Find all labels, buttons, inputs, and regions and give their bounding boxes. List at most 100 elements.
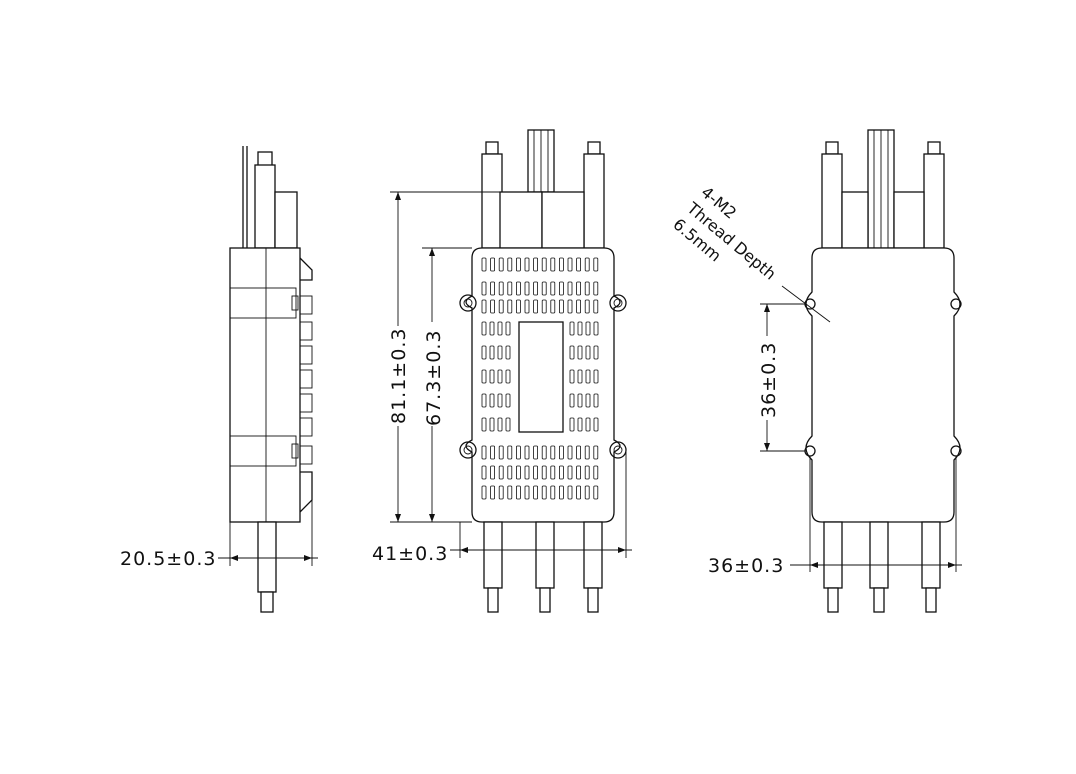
cooling-slot xyxy=(497,393,503,408)
cooling-slot xyxy=(481,393,487,408)
cooling-slot xyxy=(541,281,547,296)
cooling-slot xyxy=(533,299,538,314)
cooling-slot xyxy=(593,465,599,480)
front-plug-right xyxy=(541,191,585,249)
side-bottom-wire xyxy=(257,521,277,593)
cooling-slot xyxy=(593,393,599,408)
cooling-slot xyxy=(593,417,599,432)
cooling-slot xyxy=(497,321,503,336)
arrow xyxy=(618,547,626,553)
cooling-slot xyxy=(489,417,495,432)
side-bottom-wire-tip xyxy=(260,591,274,613)
cooling-slot xyxy=(490,299,496,314)
front-bottom-wire-tip xyxy=(487,587,499,613)
side-top-cap xyxy=(257,151,273,167)
screw xyxy=(609,294,627,312)
cooling-slot xyxy=(584,485,590,500)
cooling-slot xyxy=(585,345,591,360)
arrow xyxy=(395,514,401,522)
cooling-slot xyxy=(576,485,581,500)
cooling-slot xyxy=(559,281,564,296)
back-vertical-hole-dimension: 36±0.3 xyxy=(758,342,780,418)
cooling-slot xyxy=(569,417,575,432)
cooling-slot xyxy=(507,299,513,314)
cooling-slot xyxy=(481,345,487,360)
cooling-slot xyxy=(550,281,556,296)
front-top-sleeve-right xyxy=(583,153,605,249)
cooling-slot xyxy=(559,465,564,480)
cooling-slot xyxy=(481,445,487,460)
cooling-slot xyxy=(533,465,538,480)
cooling-slot xyxy=(516,445,521,460)
dim-label-bg xyxy=(420,322,444,426)
screw xyxy=(609,441,627,459)
arrow xyxy=(948,562,956,568)
arrow xyxy=(429,248,435,256)
front-plug-left xyxy=(499,191,543,249)
arrow xyxy=(460,547,468,553)
cooling-slot xyxy=(497,345,503,360)
cooling-slot xyxy=(593,299,599,314)
cooling-slot xyxy=(569,345,575,360)
cooling-slot xyxy=(550,485,556,500)
cooling-slot xyxy=(505,321,511,336)
cooling-slot xyxy=(505,417,511,432)
cooling-slot xyxy=(541,299,547,314)
back-plug-left xyxy=(841,191,869,249)
cooling-slot xyxy=(490,445,496,460)
cooling-slot xyxy=(559,445,564,460)
cooling-slot xyxy=(576,445,581,460)
back-top-sleeve-right xyxy=(923,153,945,249)
side-step-top xyxy=(299,257,313,281)
cooling-slot xyxy=(584,281,590,296)
screw xyxy=(459,441,477,459)
screw xyxy=(459,294,477,312)
cooling-slot xyxy=(577,369,583,384)
cooling-slot xyxy=(489,393,495,408)
front-top-cap-left xyxy=(485,141,499,155)
cooling-slot xyxy=(524,299,530,314)
cooling-slot xyxy=(507,485,513,500)
cooling-slot xyxy=(524,257,530,272)
cooling-slot xyxy=(593,369,599,384)
back-top-sleeve-left xyxy=(821,153,843,249)
cooling-slot xyxy=(481,417,487,432)
cooling-slot xyxy=(567,257,573,272)
front-label-window xyxy=(518,321,564,433)
front-bottom-wire-tip xyxy=(539,587,551,613)
cooling-slot xyxy=(584,299,590,314)
cooling-slot xyxy=(541,445,547,460)
cooling-slot xyxy=(490,485,496,500)
cooling-slot xyxy=(577,321,583,336)
cooling-slot xyxy=(481,321,487,336)
cooling-slot xyxy=(584,445,590,460)
cooling-slot xyxy=(567,485,573,500)
cooling-slot xyxy=(541,465,547,480)
side-bump xyxy=(299,369,313,389)
arrow xyxy=(810,562,818,568)
cooling-slot xyxy=(576,281,581,296)
back-bottom-wire xyxy=(869,521,889,589)
cooling-slot xyxy=(593,485,599,500)
thread-hole xyxy=(950,298,962,310)
cooling-slot xyxy=(498,257,504,272)
arrow xyxy=(429,514,435,522)
front-top-sleeve-left xyxy=(481,153,503,249)
screw-inner xyxy=(463,298,473,308)
cooling-slot xyxy=(567,445,573,460)
cooling-slot xyxy=(481,465,487,480)
cooling-slot xyxy=(576,465,581,480)
screw-inner xyxy=(463,445,473,455)
side-band-clip xyxy=(291,443,299,459)
back-view: 4-M2 Thread Depth 6.5mm 36±0.3 36±0.3 xyxy=(669,129,962,613)
thread-leader xyxy=(781,285,831,323)
arrow xyxy=(764,304,770,312)
side-bump xyxy=(299,417,313,437)
cooling-slot xyxy=(576,299,581,314)
cooling-slot xyxy=(481,299,487,314)
side-bump xyxy=(299,393,313,413)
cooling-slot xyxy=(507,257,513,272)
screw-inner xyxy=(613,298,623,308)
cooling-slot xyxy=(585,417,591,432)
cooling-slot xyxy=(550,465,556,480)
